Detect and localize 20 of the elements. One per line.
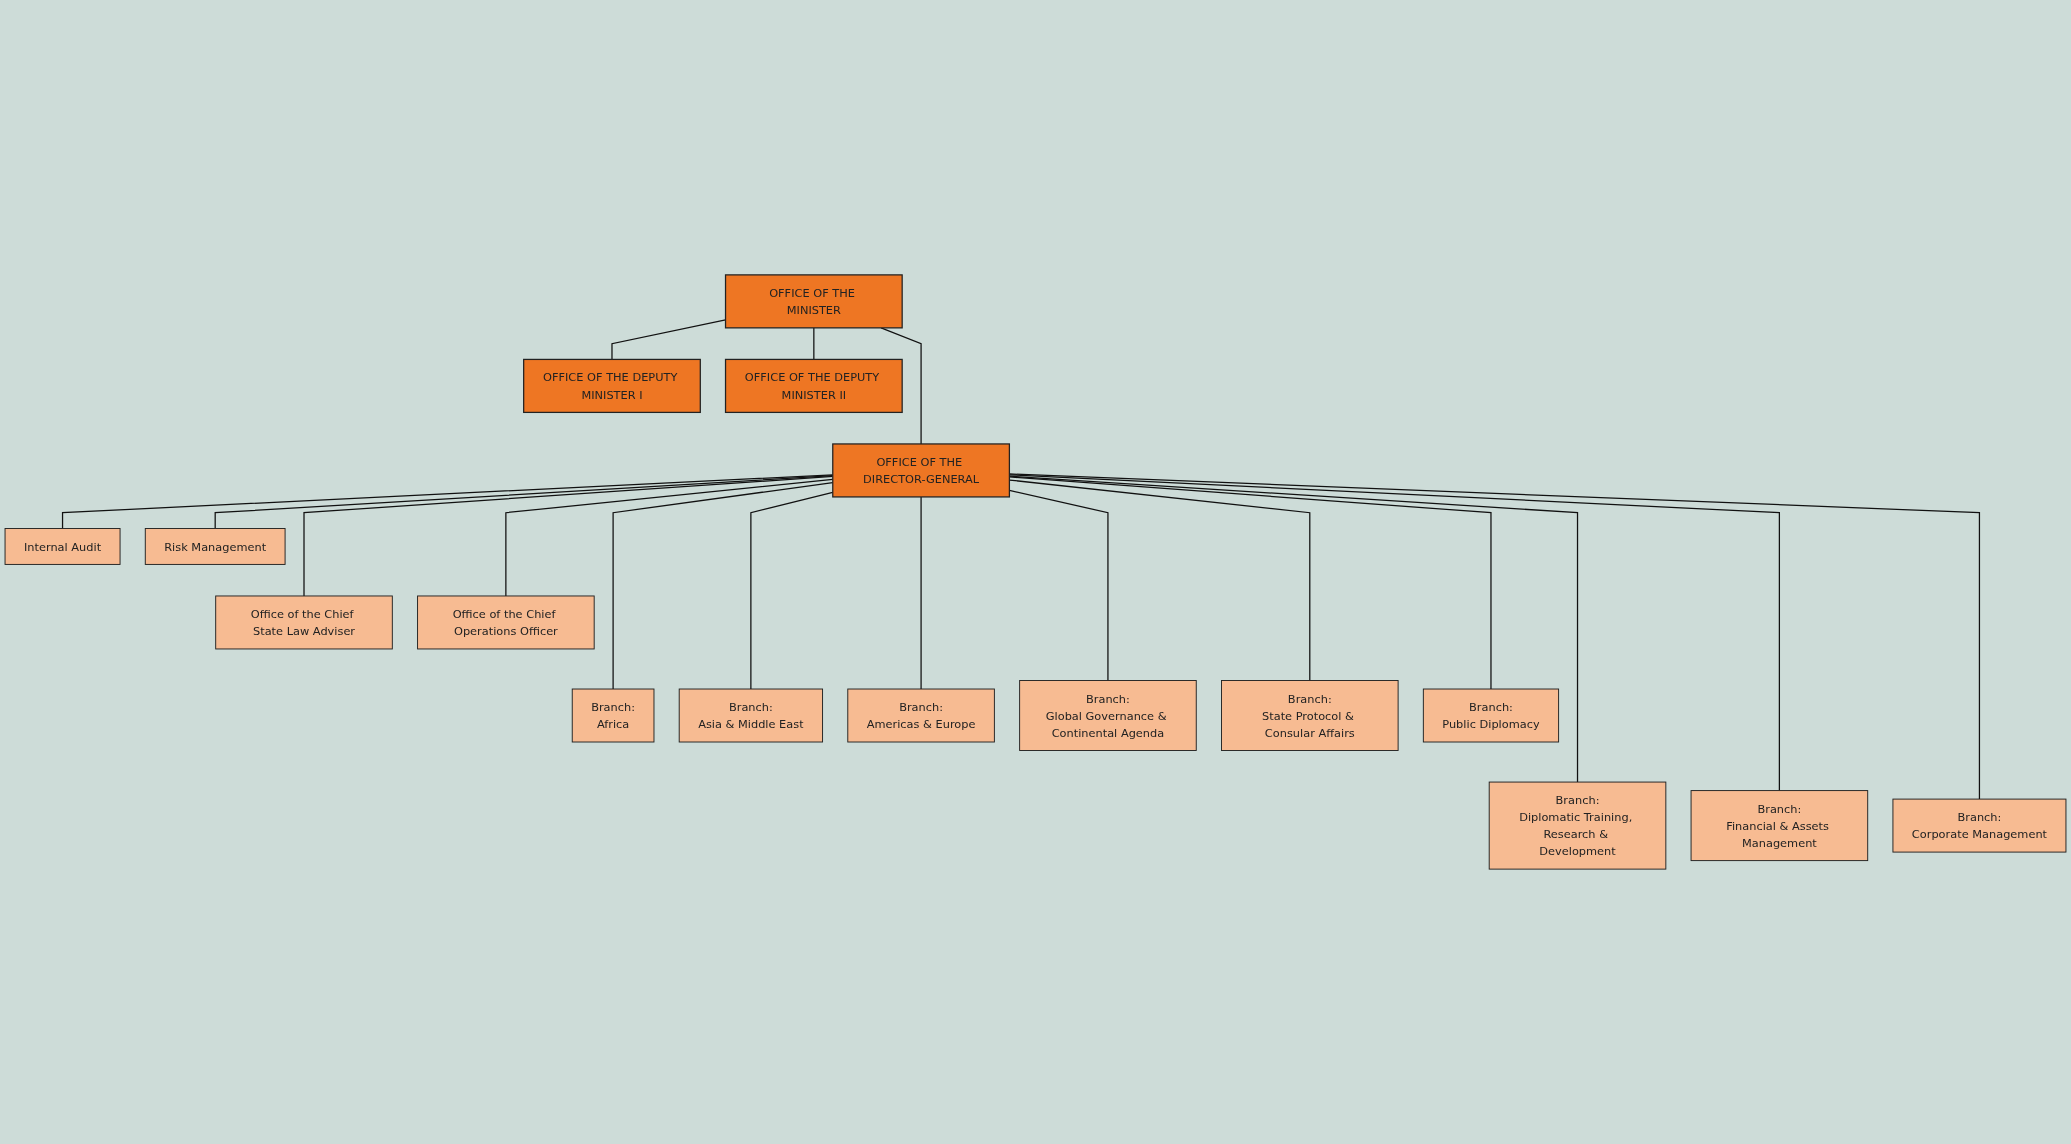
- node-box: Branch: Financial & Assets Management: [1690, 790, 1869, 862]
- connector: [920, 496, 922, 690]
- node-box: OFFICE OF THE DEPUTY MINISTER II: [724, 358, 903, 414]
- node-box: Branch: Americas & Europe: [847, 688, 995, 743]
- node-box: OFFICE OF THE DEPUTY MINISTER I: [523, 358, 701, 414]
- node-box: Branch: Public Diplomacy: [1422, 688, 1560, 743]
- connector: [880, 327, 922, 445]
- node-box: Office of the Chief State Law Adviser: [215, 595, 393, 650]
- node-box: Branch: Corporate Management: [1892, 798, 2067, 853]
- node-box: Office of the Chief Operations Officer: [417, 595, 595, 650]
- node-box: OFFICE OF THE DIRECTOR-GENERAL: [832, 443, 1011, 498]
- node-box: Branch: Asia & Middle East: [678, 688, 824, 743]
- connector: [813, 327, 815, 361]
- node-box: Internal Audit: [4, 528, 121, 565]
- node-box: Branch: Diplomatic Training, Research & Development: [1488, 781, 1667, 870]
- node-box: OFFICE OF THE MINISTER: [724, 274, 903, 329]
- node-box: Risk Management: [144, 528, 286, 565]
- node-box: Branch: Africa: [571, 688, 655, 743]
- node-box: Branch: State Protocol & Consular Affairs: [1221, 680, 1399, 751]
- node-box: Branch: Global Governance & Continental Agenda: [1019, 680, 1197, 751]
